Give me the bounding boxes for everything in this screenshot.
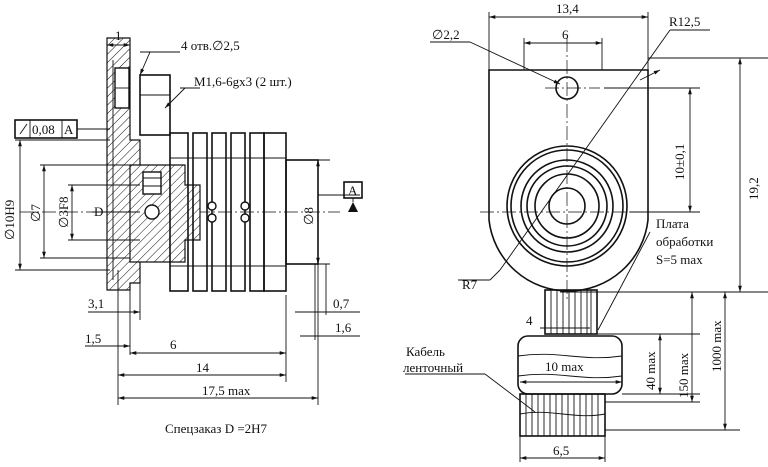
dim-19-2: 19,2 [746, 177, 761, 200]
dim-150max: 150 max [676, 352, 691, 398]
plate-label-1: Плата [656, 216, 689, 231]
dim-1000max: 1000 max [709, 320, 724, 372]
dim-thickness: 1 [115, 28, 122, 43]
dim-4: 4 [526, 313, 533, 328]
bore-label: D [94, 204, 103, 219]
dim-1-6: 1,6 [335, 320, 352, 335]
dim-3-1: 3,1 [88, 296, 104, 311]
dim-14: 14 [196, 360, 210, 375]
datum-a: A [348, 183, 358, 198]
tolerance-runout: 0,08 [32, 122, 55, 137]
dim-10-tol: 10±0,1 [672, 144, 687, 180]
dim-hole-dia: ∅2,2 [432, 27, 460, 42]
ribbon-cable [517, 289, 623, 437]
dim-13-4: 13,4 [556, 1, 579, 16]
tolerance-datum-ref: A [64, 122, 74, 137]
dim-r7: R7 [462, 277, 478, 292]
plate-label-2: обработки [656, 234, 713, 249]
dim-dia-7: ∅7 [28, 204, 43, 222]
dim-r12-5: R12,5 [669, 14, 700, 29]
right-front-view: 13,4 ∅2,2 6 R12,5 10±0,1 19,2 R7 Плата о… [403, 1, 768, 462]
dim-thread: М1,6-6gx3 (2 шт.) [194, 74, 292, 89]
dim-40max: 40 max [643, 351, 658, 390]
cable-label-2: ленточный [403, 360, 463, 375]
dim-6-right: 6 [562, 27, 569, 42]
left-section-view: 1 4 отв.∅2,5 М1,6-6gx3 (2 шт.) 0,08 A D … [2, 28, 363, 436]
dim-dia-10: ∅10H9 [2, 200, 17, 240]
dim-6-5: 6,5 [553, 443, 569, 458]
special-order-note: Спецзаказ D =2H7 [165, 421, 268, 436]
dim-6: 6 [170, 337, 177, 352]
dim-10max: 10 max [545, 359, 584, 374]
plate-label-3: S=5 max [656, 252, 703, 267]
dim-dia-8: ∅8 [301, 207, 316, 225]
dim-holes: 4 отв.∅2,5 [181, 38, 240, 53]
dim-17-5: 17,5 max [202, 383, 251, 398]
dim-dia-3: ∅3F8 [56, 196, 71, 228]
cable-label-1: Кабель [406, 344, 445, 359]
dim-1-5: 1,5 [85, 331, 101, 346]
dim-0-7: 0,7 [333, 296, 350, 311]
